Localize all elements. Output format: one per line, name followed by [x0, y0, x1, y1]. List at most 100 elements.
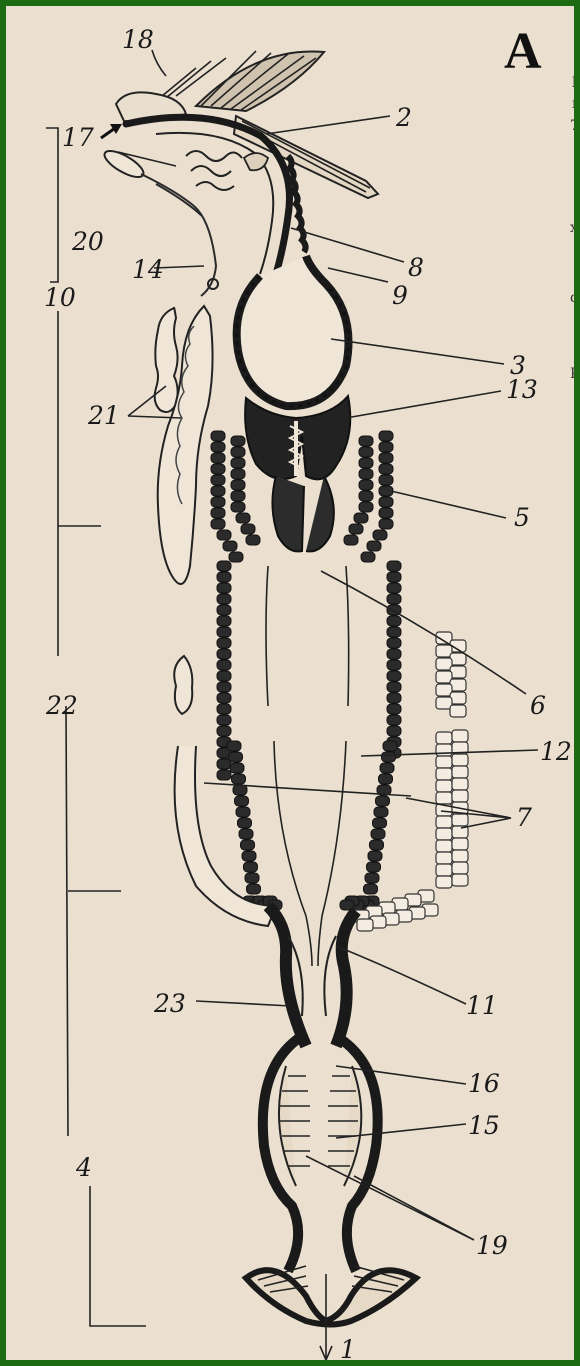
cell — [217, 583, 231, 593]
cell — [373, 530, 387, 540]
cell — [211, 497, 225, 507]
label-5: 5 — [514, 503, 530, 532]
cell — [247, 884, 261, 894]
cell — [387, 561, 401, 571]
cell — [231, 491, 245, 501]
label-15: 15 — [468, 1111, 500, 1140]
cell — [239, 829, 253, 839]
label-16: 16 — [468, 1069, 500, 1098]
tubule-cell — [452, 862, 468, 874]
cell — [387, 638, 401, 648]
cell — [229, 552, 243, 562]
leader-lines — [118, 50, 538, 1240]
cell — [231, 469, 245, 479]
cell — [374, 807, 388, 817]
cell — [244, 862, 258, 872]
cell — [387, 594, 401, 604]
cell — [217, 638, 231, 648]
cell — [370, 840, 384, 850]
cell — [217, 530, 231, 540]
cell — [217, 649, 231, 659]
cell — [217, 715, 231, 725]
tubule-cell — [436, 840, 452, 852]
cell — [387, 704, 401, 714]
label-8: 8 — [408, 253, 424, 282]
tubule-cell — [452, 778, 468, 790]
tubule-cell — [452, 766, 468, 778]
cell — [217, 726, 231, 736]
cell — [242, 851, 256, 861]
label-7: 7 — [516, 803, 532, 832]
cell — [235, 796, 249, 806]
label-6: 6 — [530, 691, 546, 720]
cell — [231, 502, 245, 512]
label-20: 20 — [71, 227, 104, 256]
edge-text-2: п — [572, 96, 574, 112]
cell — [373, 818, 387, 828]
label-2: 2 — [395, 103, 412, 132]
cell — [217, 671, 231, 681]
cell — [371, 829, 385, 839]
cell — [359, 469, 373, 479]
tubule-cell — [436, 780, 452, 792]
cell — [211, 442, 225, 452]
cell — [379, 774, 393, 784]
cell — [229, 752, 243, 762]
tubule-cell — [436, 876, 452, 888]
cell — [217, 616, 231, 626]
tubule-cell — [452, 874, 468, 886]
head-muscles — [116, 51, 378, 198]
cell — [387, 693, 401, 703]
cell — [379, 442, 393, 452]
edge-text-3: 7 — [570, 118, 574, 134]
cell — [217, 594, 231, 604]
cell — [354, 513, 368, 523]
cell — [387, 660, 401, 670]
figure-panel: A р п 7 х d Р — [6, 6, 574, 1360]
cell — [217, 605, 231, 615]
hindgut — [246, 906, 416, 1360]
cell — [217, 572, 231, 582]
cell — [238, 818, 252, 828]
cell — [231, 447, 245, 457]
cell — [231, 480, 245, 490]
cell — [367, 541, 381, 551]
edge-text-4: х — [570, 220, 574, 236]
label-12: 12 — [540, 737, 572, 766]
cell — [211, 508, 225, 518]
tubule-cell — [436, 792, 452, 804]
cell — [246, 535, 260, 545]
label-9: 9 — [392, 281, 408, 310]
cell — [380, 763, 394, 773]
cell — [379, 464, 393, 474]
cell — [387, 627, 401, 637]
cell — [361, 552, 375, 562]
tubule-cell — [436, 768, 452, 780]
cell — [379, 486, 393, 496]
cell — [387, 649, 401, 659]
cell — [367, 862, 381, 872]
tubule-cell — [436, 828, 452, 840]
midgut — [266, 476, 349, 966]
tubule-cell — [436, 864, 452, 876]
tubule-cell — [357, 919, 373, 931]
label-4: 4 — [75, 1153, 92, 1182]
cell — [217, 693, 231, 703]
tubule-cell — [436, 816, 452, 828]
label-18: 18 — [122, 25, 154, 54]
cell — [379, 519, 393, 529]
label-22: 22 — [45, 691, 78, 720]
cell — [217, 704, 231, 714]
cell — [232, 774, 246, 784]
cell — [217, 561, 231, 571]
cell — [387, 682, 401, 692]
cell — [359, 436, 373, 446]
cell — [217, 627, 231, 637]
label-10: 10 — [44, 283, 76, 312]
cell — [227, 741, 241, 751]
tubule-cell — [452, 814, 468, 826]
tubule-cell — [452, 838, 468, 850]
cell — [236, 513, 250, 523]
label-21: 21 — [87, 401, 120, 430]
tubule-cell — [436, 756, 452, 768]
